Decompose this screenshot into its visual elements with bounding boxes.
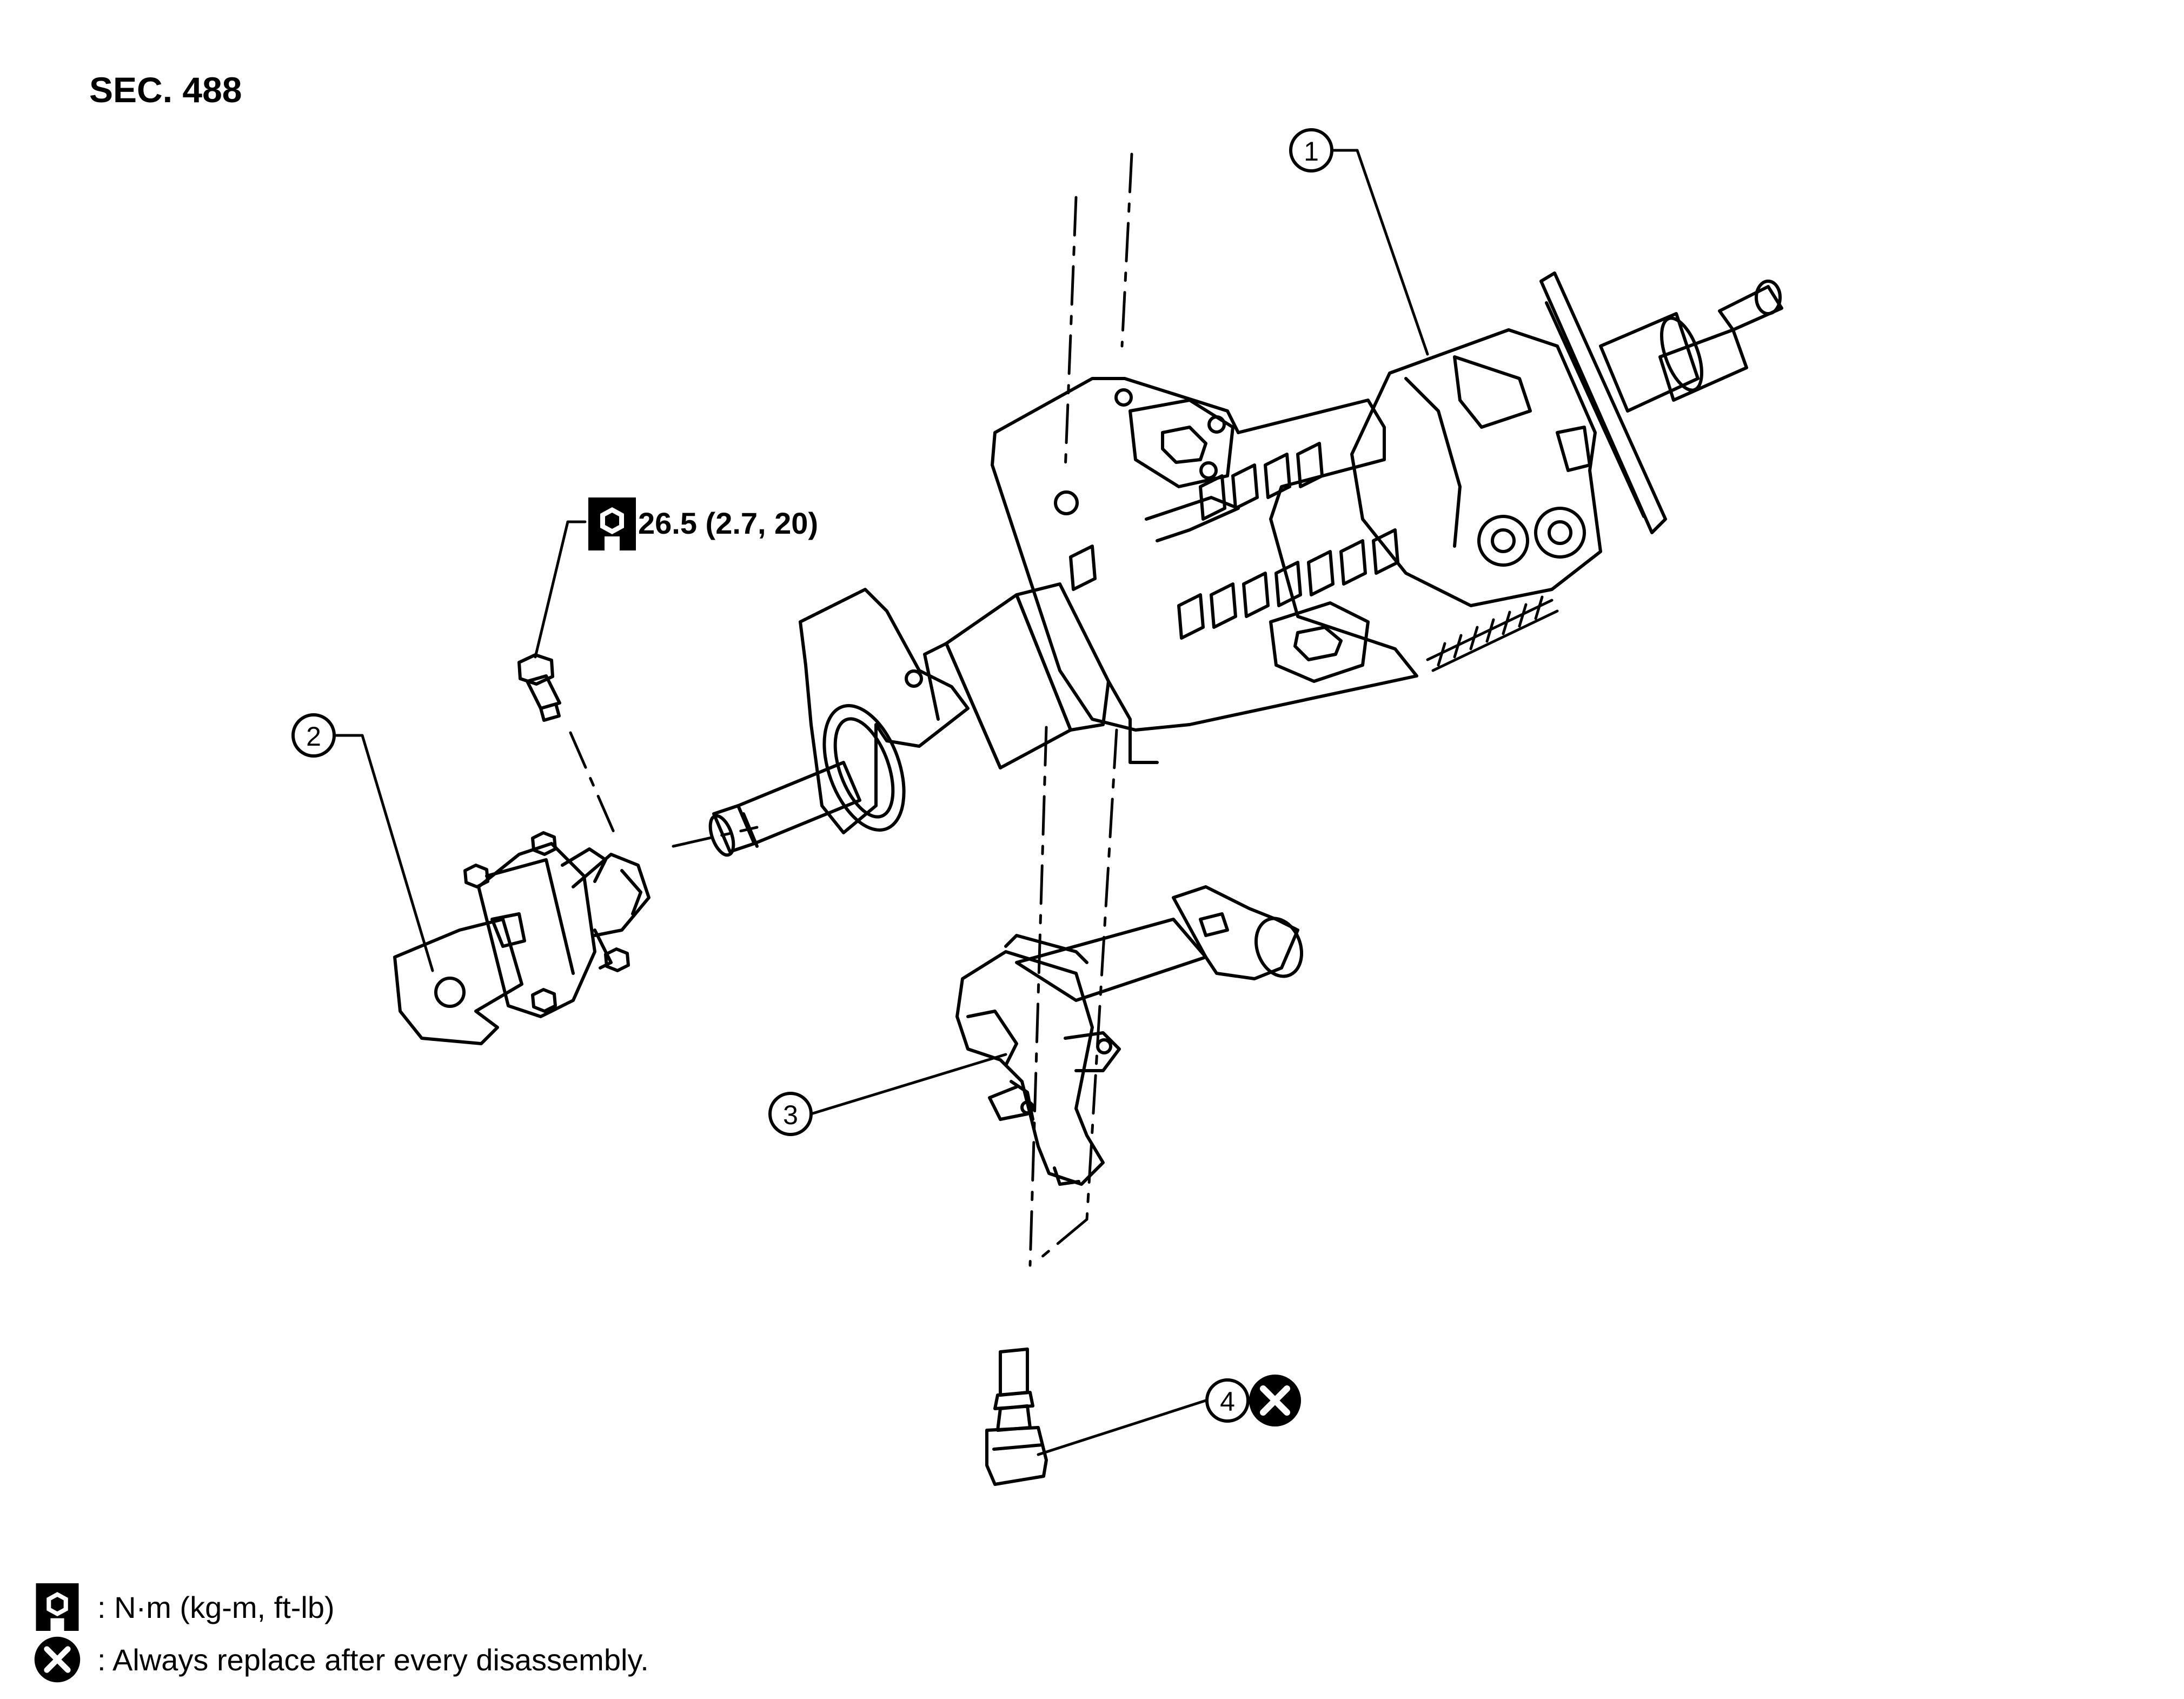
universal-joint [393, 831, 650, 1045]
torque-wrench-icon [36, 1583, 79, 1631]
center-line-upper [569, 152, 1133, 1267]
legend-replace: : Always replace after every disassembly… [34, 1636, 649, 1683]
callout-circles [291, 128, 1333, 1423]
replace-x-icon [34, 1636, 81, 1683]
replace-x-icon [1249, 1375, 1301, 1426]
callout-4: 4 [1220, 1386, 1235, 1417]
callout-1: 1 [1304, 136, 1319, 167]
torque-bolt [517, 653, 561, 722]
steering-lock-housing [955, 885, 1304, 1186]
torque-wrench-icon [588, 497, 636, 550]
joint-bolts [463, 831, 630, 1013]
legend-replace-text: : Always replace after every disassembly… [97, 1642, 649, 1677]
steering-column-assembly [708, 271, 1783, 857]
section-label: SEC. 488 [89, 70, 242, 110]
legend-torque: : N·m (kg-m, ft-lb) [34, 1583, 335, 1631]
callout-2: 2 [306, 721, 321, 752]
callout-3: 3 [783, 1100, 798, 1130]
leader-lines [333, 149, 1429, 1456]
legend-torque-text: : N·m (kg-m, ft-lb) [97, 1590, 335, 1624]
torque-spec-label: 26.5 (2.7, 20) [638, 506, 819, 540]
shear-bolt [985, 1348, 1048, 1486]
